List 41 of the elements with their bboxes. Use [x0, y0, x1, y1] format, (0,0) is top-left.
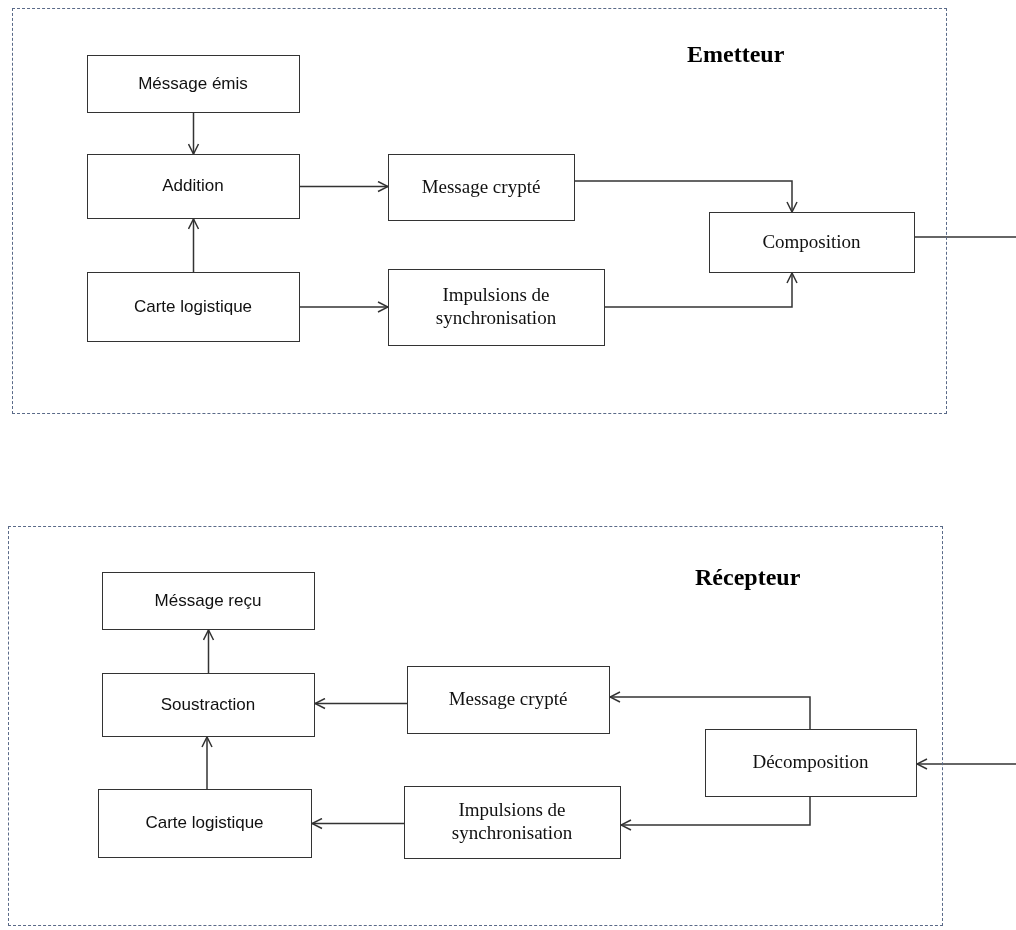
box-label: Carte logistique: [132, 296, 254, 317]
arrow: [604, 272, 798, 308]
box-label: Impulsions de synchronisation: [434, 284, 558, 330]
process-box: [387, 153, 575, 221]
arrow: [916, 758, 1016, 770]
group-title: Récepteur: [695, 564, 801, 591]
box-label: Message crypté: [447, 688, 569, 711]
process-box: [704, 728, 917, 797]
process-box: [406, 665, 610, 734]
process-box: [97, 788, 312, 858]
arrow: [314, 697, 408, 710]
box-label: Impulsions de synchronisation: [450, 799, 574, 845]
group-title: Emetteur: [687, 41, 785, 68]
process-box: [403, 785, 621, 859]
arrow: [311, 817, 405, 830]
box-label: Méssage émis: [137, 73, 249, 94]
group-frame: [12, 8, 947, 414]
arrow: [620, 796, 811, 831]
group-frame: [8, 526, 943, 926]
arrow: [574, 180, 798, 213]
process-box: [86, 153, 300, 219]
arrow: [201, 736, 213, 790]
process-box: [708, 211, 915, 273]
arrow: [609, 691, 811, 730]
box-label: Composition: [761, 230, 862, 254]
arrow: [299, 301, 389, 313]
box-label: Méssage reçu: [153, 590, 263, 611]
process-box: [101, 571, 315, 630]
box-label: Message crypté: [420, 175, 542, 199]
arrow: [299, 180, 389, 193]
arrow: [187, 112, 200, 155]
process-box: [86, 271, 300, 342]
box-label: Décomposition: [751, 751, 870, 774]
box-label: Soustraction: [159, 694, 257, 715]
process-box: [387, 268, 605, 346]
process-box: [86, 54, 300, 113]
arrow: [187, 218, 200, 273]
box-label: Addition: [161, 176, 225, 196]
box-label: Carte logistique: [144, 813, 265, 833]
process-box: [101, 672, 315, 737]
arrow: [202, 629, 215, 674]
